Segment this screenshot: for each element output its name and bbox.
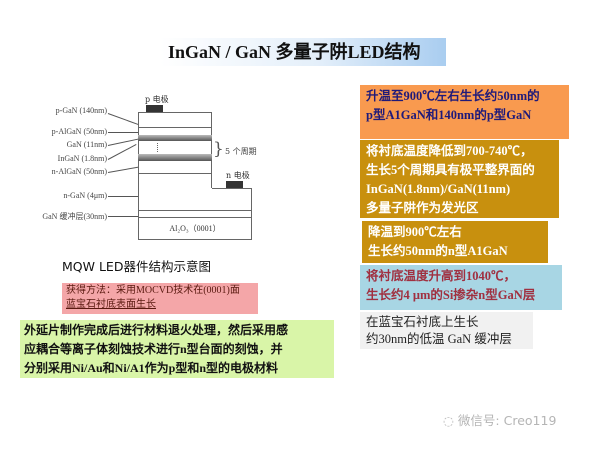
periods-label: 5 个周期	[225, 147, 257, 156]
leader-line	[108, 196, 138, 197]
method-box: 获得方法：采用MOCVD技术在(0001)面 蓝宝石衬底表面生长	[62, 283, 258, 314]
mqw-layers-bottom	[138, 154, 212, 161]
process-line: 外延片制作完成后进行材料退火处理，然后采用感	[24, 323, 289, 337]
period-ellipsis	[157, 143, 158, 152]
watermark-text: 微信号: Creo119	[457, 413, 557, 428]
step-box-p-layers: 升温至900℃左右生长约50nm的 p型A1GaN和140nm的p型GaN	[360, 85, 569, 139]
step-line: 生长约50nm的n型A1GaN	[368, 244, 508, 258]
layer-label: n-AlGaN (50nm)	[51, 167, 107, 176]
layer-label: GaN 缓冲层(30nm)	[42, 212, 107, 221]
step-box-buffer: 在蓝宝石衬底上生长约30nm的低温 GaN 缓冲层	[360, 312, 533, 349]
period-brace: }	[213, 139, 224, 159]
upper-mesa	[138, 112, 212, 189]
mqw-layers-top	[138, 135, 212, 141]
layer-label: InGaN (1.8nm)	[57, 154, 107, 163]
layer-boundary	[138, 127, 212, 128]
step-line: InGaN(1.8nm)/GaN(11nm)	[366, 182, 511, 196]
layer-label: p-GaN (140nm)	[55, 106, 107, 115]
process-line: 应耦合等离子体刻蚀技术进行n型台面的刻蚀，并	[24, 342, 283, 356]
p-electrode	[146, 105, 163, 112]
step-line: 将衬底温度降低到700-740℃，	[366, 144, 533, 158]
step-box-n-gan: 将衬底温度升高到1040℃， 生长约4 μm的Si掺杂n型GaN层	[360, 265, 562, 310]
leader-line	[107, 144, 137, 160]
process-line: 分别采用Ni/Au和Ni/A1作为p型和n型的电极材料	[24, 361, 279, 375]
sapphire-substrate: Al₂O₃（0001）	[138, 217, 252, 240]
method-line: 蓝宝石衬底表面生长	[66, 299, 156, 310]
step-line: 约30nm的低温 GaN 缓冲层	[366, 332, 512, 346]
layer-label: GaN (11nm)	[66, 140, 107, 149]
step-line: 生长5个周期具有极平整界面的	[366, 163, 535, 177]
layer-label: n-GaN (4μm)	[63, 191, 107, 200]
step-box-n-algan: 降温到900℃左右生长约50nm的n型A1GaN	[362, 221, 548, 263]
layer-label: p-AlGaN (50nm)	[51, 127, 107, 136]
step-line: 多量子阱作为发光区	[366, 201, 479, 215]
watermark: ◌微信号: Creo119	[443, 410, 556, 429]
diagram-caption: MQW LED器件结构示意图	[62, 259, 211, 274]
p-electrode-label: p 电极	[145, 95, 169, 104]
step-line: 将衬底温度升高到1040℃，	[366, 269, 517, 283]
step-line: 降温到900℃左右	[368, 225, 462, 239]
method-line: 获得方法：采用MOCVD技术在(0001)面	[66, 285, 240, 296]
wechat-icon: ◌	[443, 413, 454, 428]
mesa-step-edge	[212, 188, 252, 189]
leader-line	[108, 216, 138, 217]
step-line: p型A1GaN和140nm的p型GaN	[366, 108, 532, 122]
step-line: 生长约4 μm的Si掺杂n型GaN层	[366, 288, 536, 302]
step-line: 升温至900℃左右生长约50nm的	[366, 89, 540, 103]
n-electrode-label: n 电极	[226, 171, 250, 180]
leader-line	[107, 166, 139, 173]
leader-line	[107, 113, 139, 125]
leader-line	[108, 132, 138, 133]
process-box: 外延片制作完成后进行材料退火处理，然后采用感 应耦合等离子体刻蚀技术进行n型台面…	[20, 320, 334, 378]
layer-boundary	[138, 173, 212, 174]
step-box-mqw: 将衬底温度降低到700-740℃， 生长5个周期具有极平整界面的 InGaN(1.8…	[360, 140, 559, 218]
step-line: 在蓝宝石衬底上生长	[366, 315, 479, 329]
n-electrode	[226, 181, 243, 188]
slide-title: InGaN / GaN 多量子阱LED结构	[160, 38, 446, 66]
